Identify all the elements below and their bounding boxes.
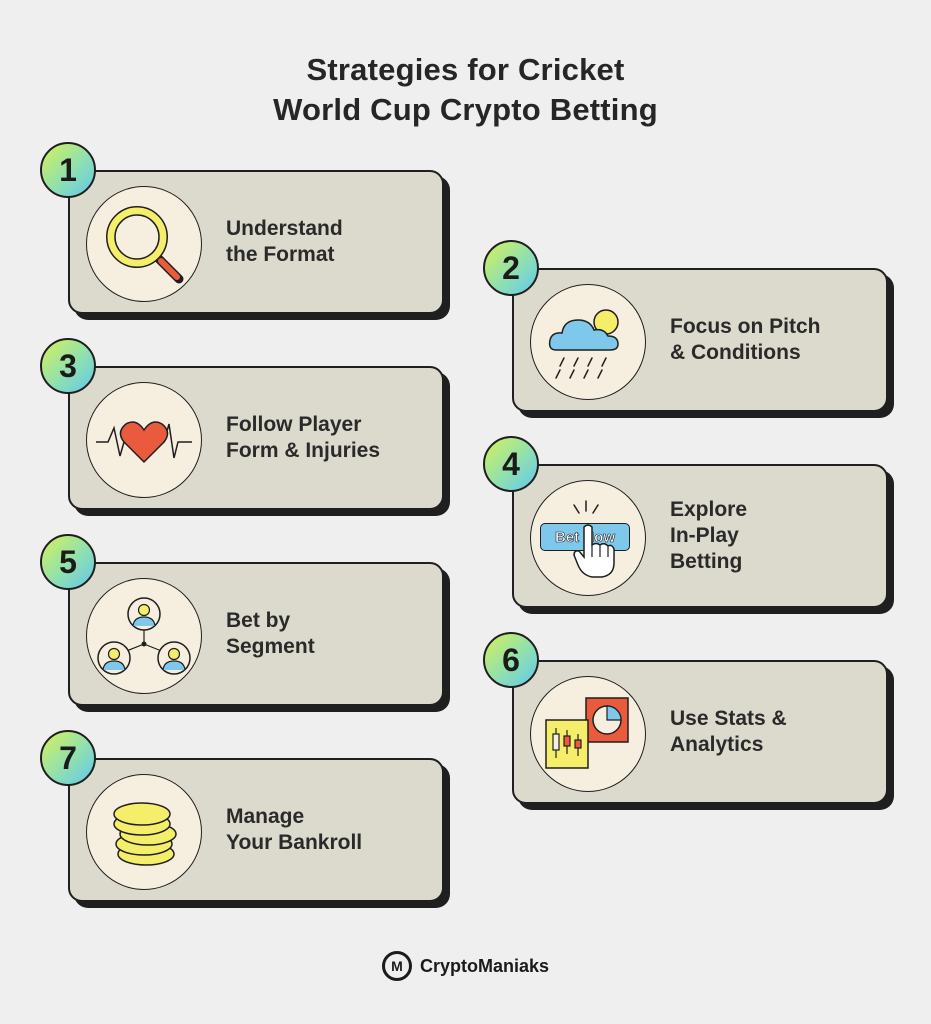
strategy-label: Understand the Format — [226, 172, 343, 312]
coin-stack-icon — [113, 802, 177, 866]
strategy-card-5: Bet by Segment — [68, 562, 444, 706]
icon-circle: Bet Now — [530, 480, 646, 596]
number-badge-5: 5 — [40, 534, 96, 590]
label-line-2: Your Bankroll — [226, 831, 363, 854]
title-line-1: Strategies for Cricket — [306, 52, 625, 87]
logo-letter: M — [391, 958, 403, 974]
label-line-1: Follow Player — [226, 413, 362, 436]
label-line-2: In-Play — [670, 524, 739, 547]
label-line-1: Manage — [226, 805, 305, 828]
label-line-1: Understand — [226, 217, 343, 240]
label-line-2: the Format — [226, 243, 335, 266]
magnifier-icon — [106, 206, 184, 284]
footer-brand: M CryptoManiaks — [0, 946, 931, 986]
strategy-label: Follow Player Form & Injuries — [226, 368, 380, 508]
user-segments-icon — [97, 597, 191, 675]
rain-cloud-icon — [548, 309, 619, 379]
strategy-label: Bet by Segment — [226, 564, 315, 704]
number-badge-4: 4 — [483, 436, 539, 492]
label-line-1: Explore — [670, 498, 748, 521]
brand-name: CryptoManiaks — [419, 955, 550, 976]
strategy-label: Explore In-Play Betting — [670, 466, 747, 606]
label-line-2: & Conditions — [670, 341, 801, 364]
strategy-label: Manage Your Bankroll — [226, 760, 362, 900]
label-line-1: Use Stats & — [670, 707, 787, 730]
number-badge-7: 7 — [40, 730, 96, 786]
strategy-card-6: Use Stats & Analytics — [512, 660, 888, 804]
label-line-2: Form & Injuries — [226, 439, 381, 462]
icon-circle — [86, 578, 202, 694]
icon-circle — [86, 774, 202, 890]
number-badge-6: 6 — [483, 632, 539, 688]
label-line-1: Bet by — [226, 609, 291, 632]
icon-circle — [530, 284, 646, 400]
page-title: Strategies for Cricket World Cup Crypto … — [0, 50, 931, 130]
analytics-chart-icon — [545, 697, 629, 769]
strategy-card-3: Follow Player Form & Injuries — [68, 366, 444, 510]
strategy-label: Use Stats & Analytics — [670, 662, 787, 802]
icon-circle — [530, 676, 646, 792]
strategy-card-2: Focus on Pitch & Conditions — [512, 268, 888, 412]
icon-circle — [86, 382, 202, 498]
cryptomaniaks-logo-icon: M — [381, 951, 412, 981]
strategy-card-4: Bet Now Explore In-Play Betting — [512, 464, 888, 608]
label-line-2: Segment — [226, 635, 315, 658]
number-badge-3: 3 — [40, 338, 96, 394]
strategy-card-7: Manage Your Bankroll — [68, 758, 444, 902]
icon-circle — [86, 186, 202, 302]
label-line-3: Betting — [670, 550, 743, 573]
title-line-2: World Cup Crypto Betting — [273, 92, 658, 127]
number-badge-1: 1 — [40, 142, 96, 198]
heartbeat-icon — [96, 421, 192, 464]
bet-now-button-icon: Bet Now — [538, 493, 638, 583]
pointer-hand-icon — [573, 524, 615, 578]
label-line-2: Analytics — [670, 733, 764, 756]
label-line-1: Focus on Pitch — [670, 315, 821, 338]
strategy-label: Focus on Pitch & Conditions — [670, 270, 821, 410]
number-badge-2: 2 — [483, 240, 539, 296]
strategy-card-1: Understand the Format — [68, 170, 444, 314]
click-burst-icon — [573, 500, 599, 514]
